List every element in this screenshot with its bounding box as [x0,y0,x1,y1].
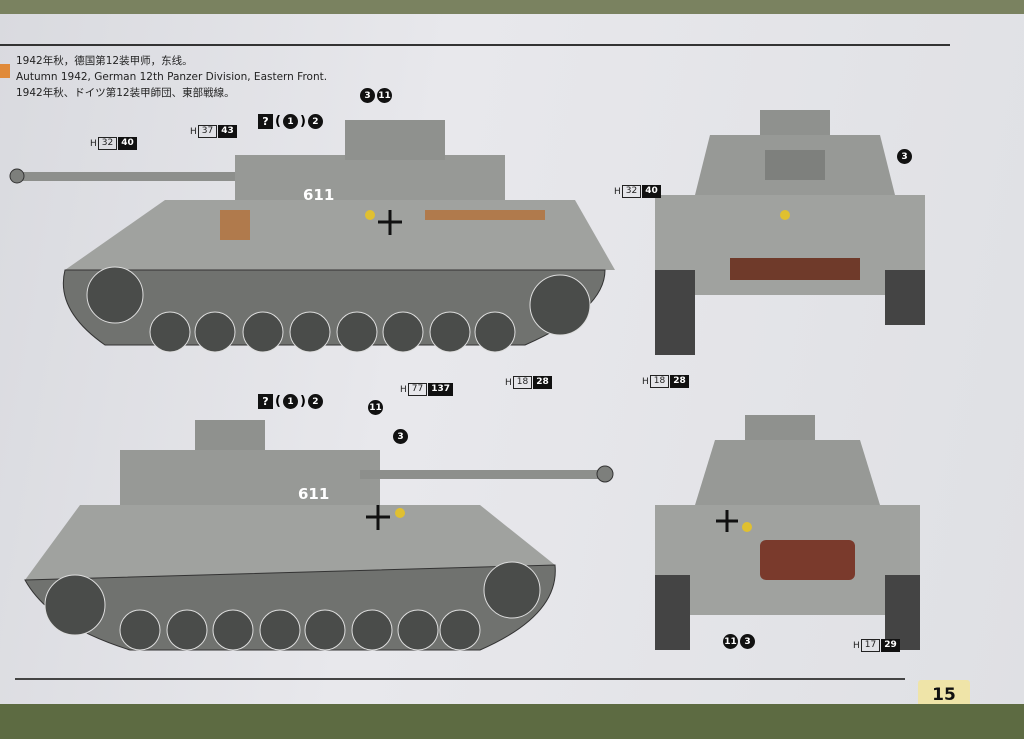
paint-code-b: 28 [533,376,552,389]
paint-code-a: 37 [197,125,218,138]
decal-1: 1 [282,114,298,129]
paint-prefix: H [642,376,649,387]
paint-prefix: H [853,640,860,651]
paint-code-a: 32 [97,137,118,150]
caption-zh: 1942年秋，德国第12装甲师，东线。 [16,55,193,67]
paint-code-a: 18 [649,375,670,388]
paint-code-b: 40 [118,137,137,150]
paint-code-b: 29 [881,639,900,652]
paint-prefix: H [400,384,407,395]
decal-unknown: ? [258,394,273,409]
paint-code-b: 40 [642,185,661,198]
decal-callout-turret-top: ?(1)2 [258,114,323,129]
decal-11: 11 [368,400,383,415]
paint-code-b: 43 [218,125,237,138]
decal-3: 3 [393,429,408,444]
paint-prefix: H [505,377,512,388]
footer-rule [15,678,905,680]
decal-callout-emblem-bottom: 3 [393,429,408,444]
decal-11: 11 [377,88,392,103]
decal-11: 11 [723,634,738,649]
top-band [0,0,1024,14]
caption-ja: 1942年秋、ドイツ第12装甲師団、東部戦線。 [16,87,235,99]
tank-side-left-view [9,120,615,353]
bottom-band [0,704,1024,739]
decal-1: 1 [282,394,298,409]
scheme-caption: 1942年秋，德国第12装甲师，东线。 Autumn 1942, German … [16,53,327,101]
tank-front-view [655,110,925,355]
decal-3: 3 [740,634,755,649]
paint-code-b: 28 [670,375,689,388]
decal-callout-front: 3 [897,149,912,164]
paint-prefix: H [190,126,197,137]
paint-code-a: 17 [860,639,881,652]
decal-3: 3 [360,88,375,103]
paint-code-a: 77 [407,383,428,396]
decal-callout-cross-bottom: 11 [368,400,383,415]
paint-prefix: H [90,138,97,149]
scheme-marker [0,64,10,78]
tank-number-bottom: 611 [298,485,330,503]
caption-en: Autumn 1942, German 12th Panzer Division… [16,71,328,83]
paint-prefix: H [614,186,621,197]
decal-callout-turret-bottom: ?(1)2 [258,394,323,409]
decal-2: 2 [307,114,323,129]
decal-3: 3 [897,149,912,164]
header-rule [0,44,950,46]
tank-side-right-view [24,420,614,651]
paint-code-b: 137 [428,383,454,396]
paint-code-a: 32 [621,185,642,198]
tank-rear-view [655,415,920,650]
decal-2: 2 [307,394,323,409]
decal-unknown: ? [258,114,273,129]
paint-code-a: 18 [512,376,533,389]
tank-number-top: 611 [303,186,335,204]
